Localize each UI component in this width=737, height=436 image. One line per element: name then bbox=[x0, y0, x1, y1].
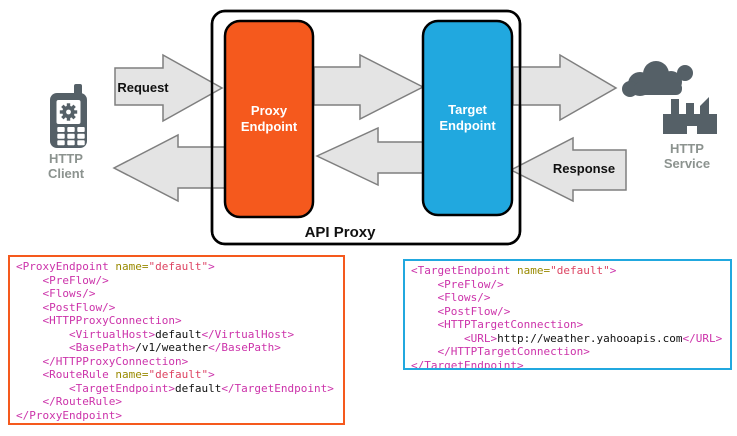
request-arrow-proxy-to-target bbox=[313, 53, 425, 121]
response-arrow-proxy-to-client bbox=[112, 133, 228, 203]
response-arrow-target-to-proxy bbox=[315, 126, 425, 187]
phone-keypad bbox=[57, 127, 85, 146]
request-arrow-target-to-service bbox=[512, 53, 618, 122]
http-client-phone-icon bbox=[50, 84, 87, 148]
response-arrow-service-to-target bbox=[509, 136, 627, 203]
proxy-endpoint-xml-snippet: <ProxyEndpoint name="default"> <PreFlow/… bbox=[8, 255, 345, 425]
target-endpoint-box bbox=[421, 19, 514, 217]
http-client-label: HTTP Client bbox=[47, 151, 85, 181]
gear-icon bbox=[59, 103, 78, 121]
api-proxy-flow-diagram: Request Response Proxy Endpoint Target E… bbox=[47, 9, 717, 246]
http-service-factory-icon bbox=[622, 61, 717, 134]
request-arrow-client-to-proxy bbox=[114, 53, 224, 123]
diagram-canvas bbox=[50, 9, 717, 246]
proxy-endpoint-label: Proxy Endpoint bbox=[240, 103, 298, 134]
api-proxy-label: API Proxy bbox=[304, 224, 376, 241]
smoke-cloud bbox=[622, 61, 693, 97]
factory-door bbox=[687, 126, 697, 134]
request-label: Request bbox=[117, 80, 169, 95]
response-label: Response bbox=[552, 161, 616, 176]
target-endpoint-label: Target Endpoint bbox=[439, 102, 496, 133]
http-service-label: HTTP Service bbox=[663, 141, 711, 171]
flow-arrows bbox=[112, 53, 627, 203]
api-proxy-container-border bbox=[210, 9, 522, 246]
target-endpoint-xml-snippet: <TargetEndpoint name="default"> <PreFlow… bbox=[403, 259, 732, 370]
proxy-endpoint-box bbox=[223, 19, 315, 219]
